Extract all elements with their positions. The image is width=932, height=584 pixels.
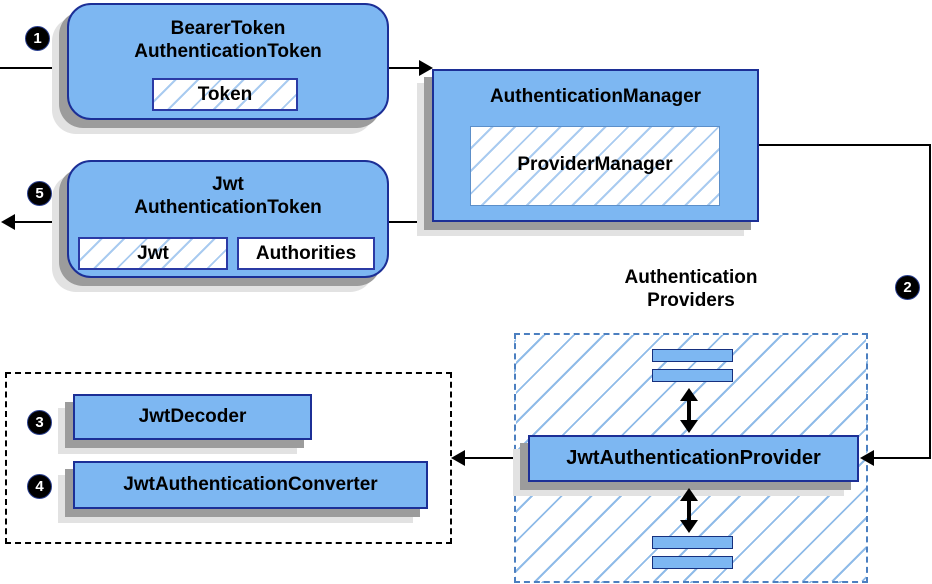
- token-field: Token: [152, 78, 298, 111]
- jwt-authentication-provider-node: JwtAuthenticationProvider: [528, 435, 859, 482]
- double-arrow-bottom-shaft: [687, 499, 691, 521]
- bearer-token-label-line2: AuthenticationToken: [134, 41, 322, 62]
- provider-to-helpers-arrowhead-icon: [451, 450, 465, 466]
- provider-stack-bar: [652, 556, 733, 569]
- step-2-badge: 2: [895, 275, 920, 300]
- incoming-request-line: [0, 67, 67, 69]
- provider-stack-bar: [652, 369, 733, 382]
- manager-to-jwttoken-line: [389, 221, 432, 223]
- manager-to-provider-line-vertical: [929, 144, 931, 458]
- step-5-badge: 5: [27, 181, 52, 206]
- provider-to-helpers-line: [464, 457, 514, 459]
- double-arrow-bottom-up-icon: [680, 488, 698, 501]
- jwt-decoder-node: JwtDecoder: [73, 394, 312, 440]
- jwt-authentication-converter-node: JwtAuthenticationConverter: [73, 461, 428, 509]
- jwt-field: Jwt: [78, 237, 228, 270]
- manager-to-provider-line-bottom: [874, 457, 931, 459]
- authorities-field: Authorities: [237, 237, 375, 270]
- jwttoken-outgoing-line: [14, 221, 67, 223]
- provider-stack-bar: [652, 536, 733, 549]
- jwt-authentication-token-label-line2: AuthenticationToken: [134, 197, 322, 218]
- bearer-token-label-line1: BearerToken: [170, 18, 286, 39]
- jwt-authentication-token-label-line1: Jwt: [212, 174, 244, 195]
- double-arrow-bottom-down-icon: [680, 520, 698, 533]
- bearer-to-manager-line: [389, 67, 420, 69]
- step-3-badge: 3: [27, 410, 52, 435]
- double-arrow-top-down-icon: [680, 420, 698, 433]
- step-1-badge: 1: [25, 26, 50, 51]
- providers-region-label-line1: Authentication: [624, 267, 758, 288]
- manager-to-provider-arrowhead-icon: [860, 450, 874, 466]
- step-4-badge: 4: [27, 474, 52, 499]
- manager-to-provider-line-top: [759, 144, 930, 146]
- double-arrow-top-shaft: [687, 399, 691, 421]
- helpers-region-frame: [5, 372, 452, 544]
- provider-stack-bar: [652, 349, 733, 362]
- jwttoken-outgoing-arrowhead-icon: [1, 214, 15, 230]
- provider-manager-field: ProviderManager: [470, 126, 720, 206]
- double-arrow-top-up-icon: [680, 388, 698, 401]
- authentication-manager-label: AuthenticationManager: [489, 86, 702, 107]
- providers-region-label: Authentication Providers: [514, 266, 868, 312]
- providers-region-label-line2: Providers: [647, 290, 735, 311]
- bearer-to-manager-arrowhead-icon: [419, 60, 433, 76]
